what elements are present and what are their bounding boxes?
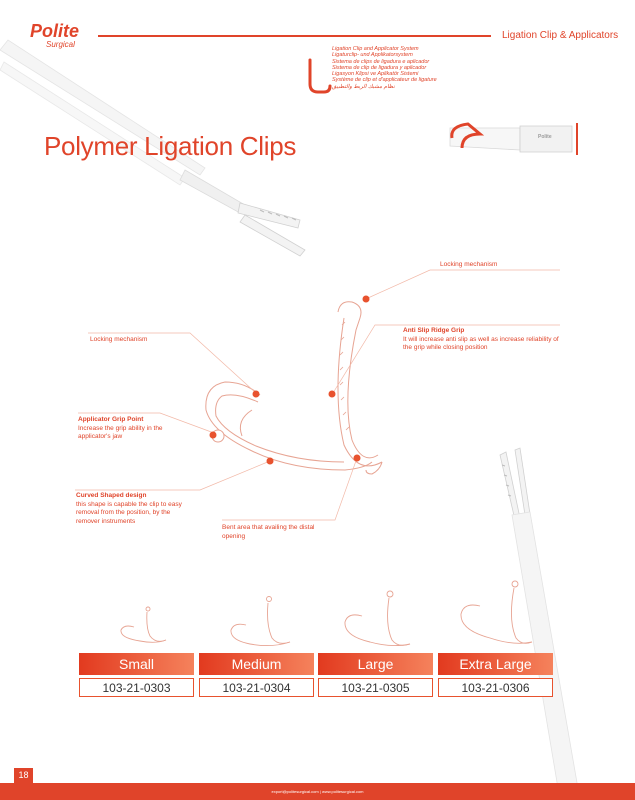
label-anti-slip-desc: It will increase anti slip as well as in… <box>403 335 559 352</box>
language-line: Système de clip et d'applicateur de liga… <box>332 77 437 84</box>
brand-subtitle: Surgical <box>46 40 75 49</box>
header-rule <box>98 35 491 37</box>
callout-dot-grip <box>209 431 217 439</box>
size-header-extra-large: Extra Large <box>438 653 553 675</box>
label-curved: Curved Shaped design this shape is capab… <box>76 492 184 526</box>
size-clip-sketches <box>120 580 533 647</box>
size-code-extra-large: 103-21-0306 <box>438 678 553 697</box>
language-line: Ligaturclip- und Applikatorsystem <box>332 52 413 59</box>
callout-dot-bent <box>353 454 361 462</box>
ligation-clip-diagram <box>205 301 383 475</box>
clip-sketch-large <box>344 590 411 647</box>
clip-sketch-small <box>120 606 167 643</box>
label-anti-slip: Anti Slip Ridge Grip It will increase an… <box>403 327 563 353</box>
size-code-small: 103-21-0303 <box>79 678 194 697</box>
label-grip: Applicator Grip Point Increase the grip … <box>78 416 178 442</box>
language-line: Sistema de clips de ligadura e aplicador <box>332 58 430 65</box>
applicator-thumbnail-logo: Polite <box>538 134 552 140</box>
callout-dot-anti-slip <box>328 390 336 398</box>
size-header-large: Large <box>318 653 433 675</box>
language-line: Sistema de clip de ligadura y aplicador <box>332 64 427 71</box>
language-line: Ligation Clip and Applicator System <box>332 46 419 52</box>
label-locking-left: Locking mechanism <box>90 336 148 343</box>
label-grip-desc: Increase the grip ability in the applica… <box>78 424 163 441</box>
size-code-large: 103-21-0305 <box>318 678 433 697</box>
product-name-languages: Ligation Clip and Applicator System Liga… <box>332 46 437 90</box>
callout-dot-locking-top <box>362 295 370 303</box>
callout-dot-curved <box>266 457 274 465</box>
size-code-medium: 103-21-0304 <box>199 678 314 697</box>
label-grip-title: Applicator Grip Point <box>78 416 144 423</box>
size-header-medium: Medium <box>199 653 314 675</box>
language-line: نظام مشبك الربط والتطبيق <box>332 83 395 90</box>
label-anti-slip-title: Anti Slip Ridge Grip <box>403 327 465 334</box>
clip-sketch-medium <box>230 596 291 647</box>
label-curved-title: Curved Shaped design <box>76 492 147 499</box>
header-category: Ligation Clip & Applicators <box>502 30 619 41</box>
label-locking-top: Locking mechanism <box>440 261 498 268</box>
clip-sketch-extra-large <box>460 580 533 644</box>
label-bent: Bent area that availing the distal openi… <box>222 524 315 540</box>
footer-contact: export@politesurgical.com | www.politesu… <box>0 783 635 800</box>
size-header-small: Small <box>79 653 194 675</box>
label-curved-desc: this shape is capable the clip to easy r… <box>76 500 182 525</box>
language-line: Ligasyon Klipsi ve Aplikatör Sistemi <box>332 71 419 78</box>
page-number: 18 <box>14 768 33 783</box>
applicator-top-left <box>0 39 306 257</box>
header-clip-icon <box>308 58 332 94</box>
applicator-thumbnail <box>449 122 578 155</box>
page-title: Polymer Ligation Clips <box>44 131 297 161</box>
brand-logo: Polite <box>30 21 80 41</box>
callout-dot-locking-left <box>252 390 260 398</box>
